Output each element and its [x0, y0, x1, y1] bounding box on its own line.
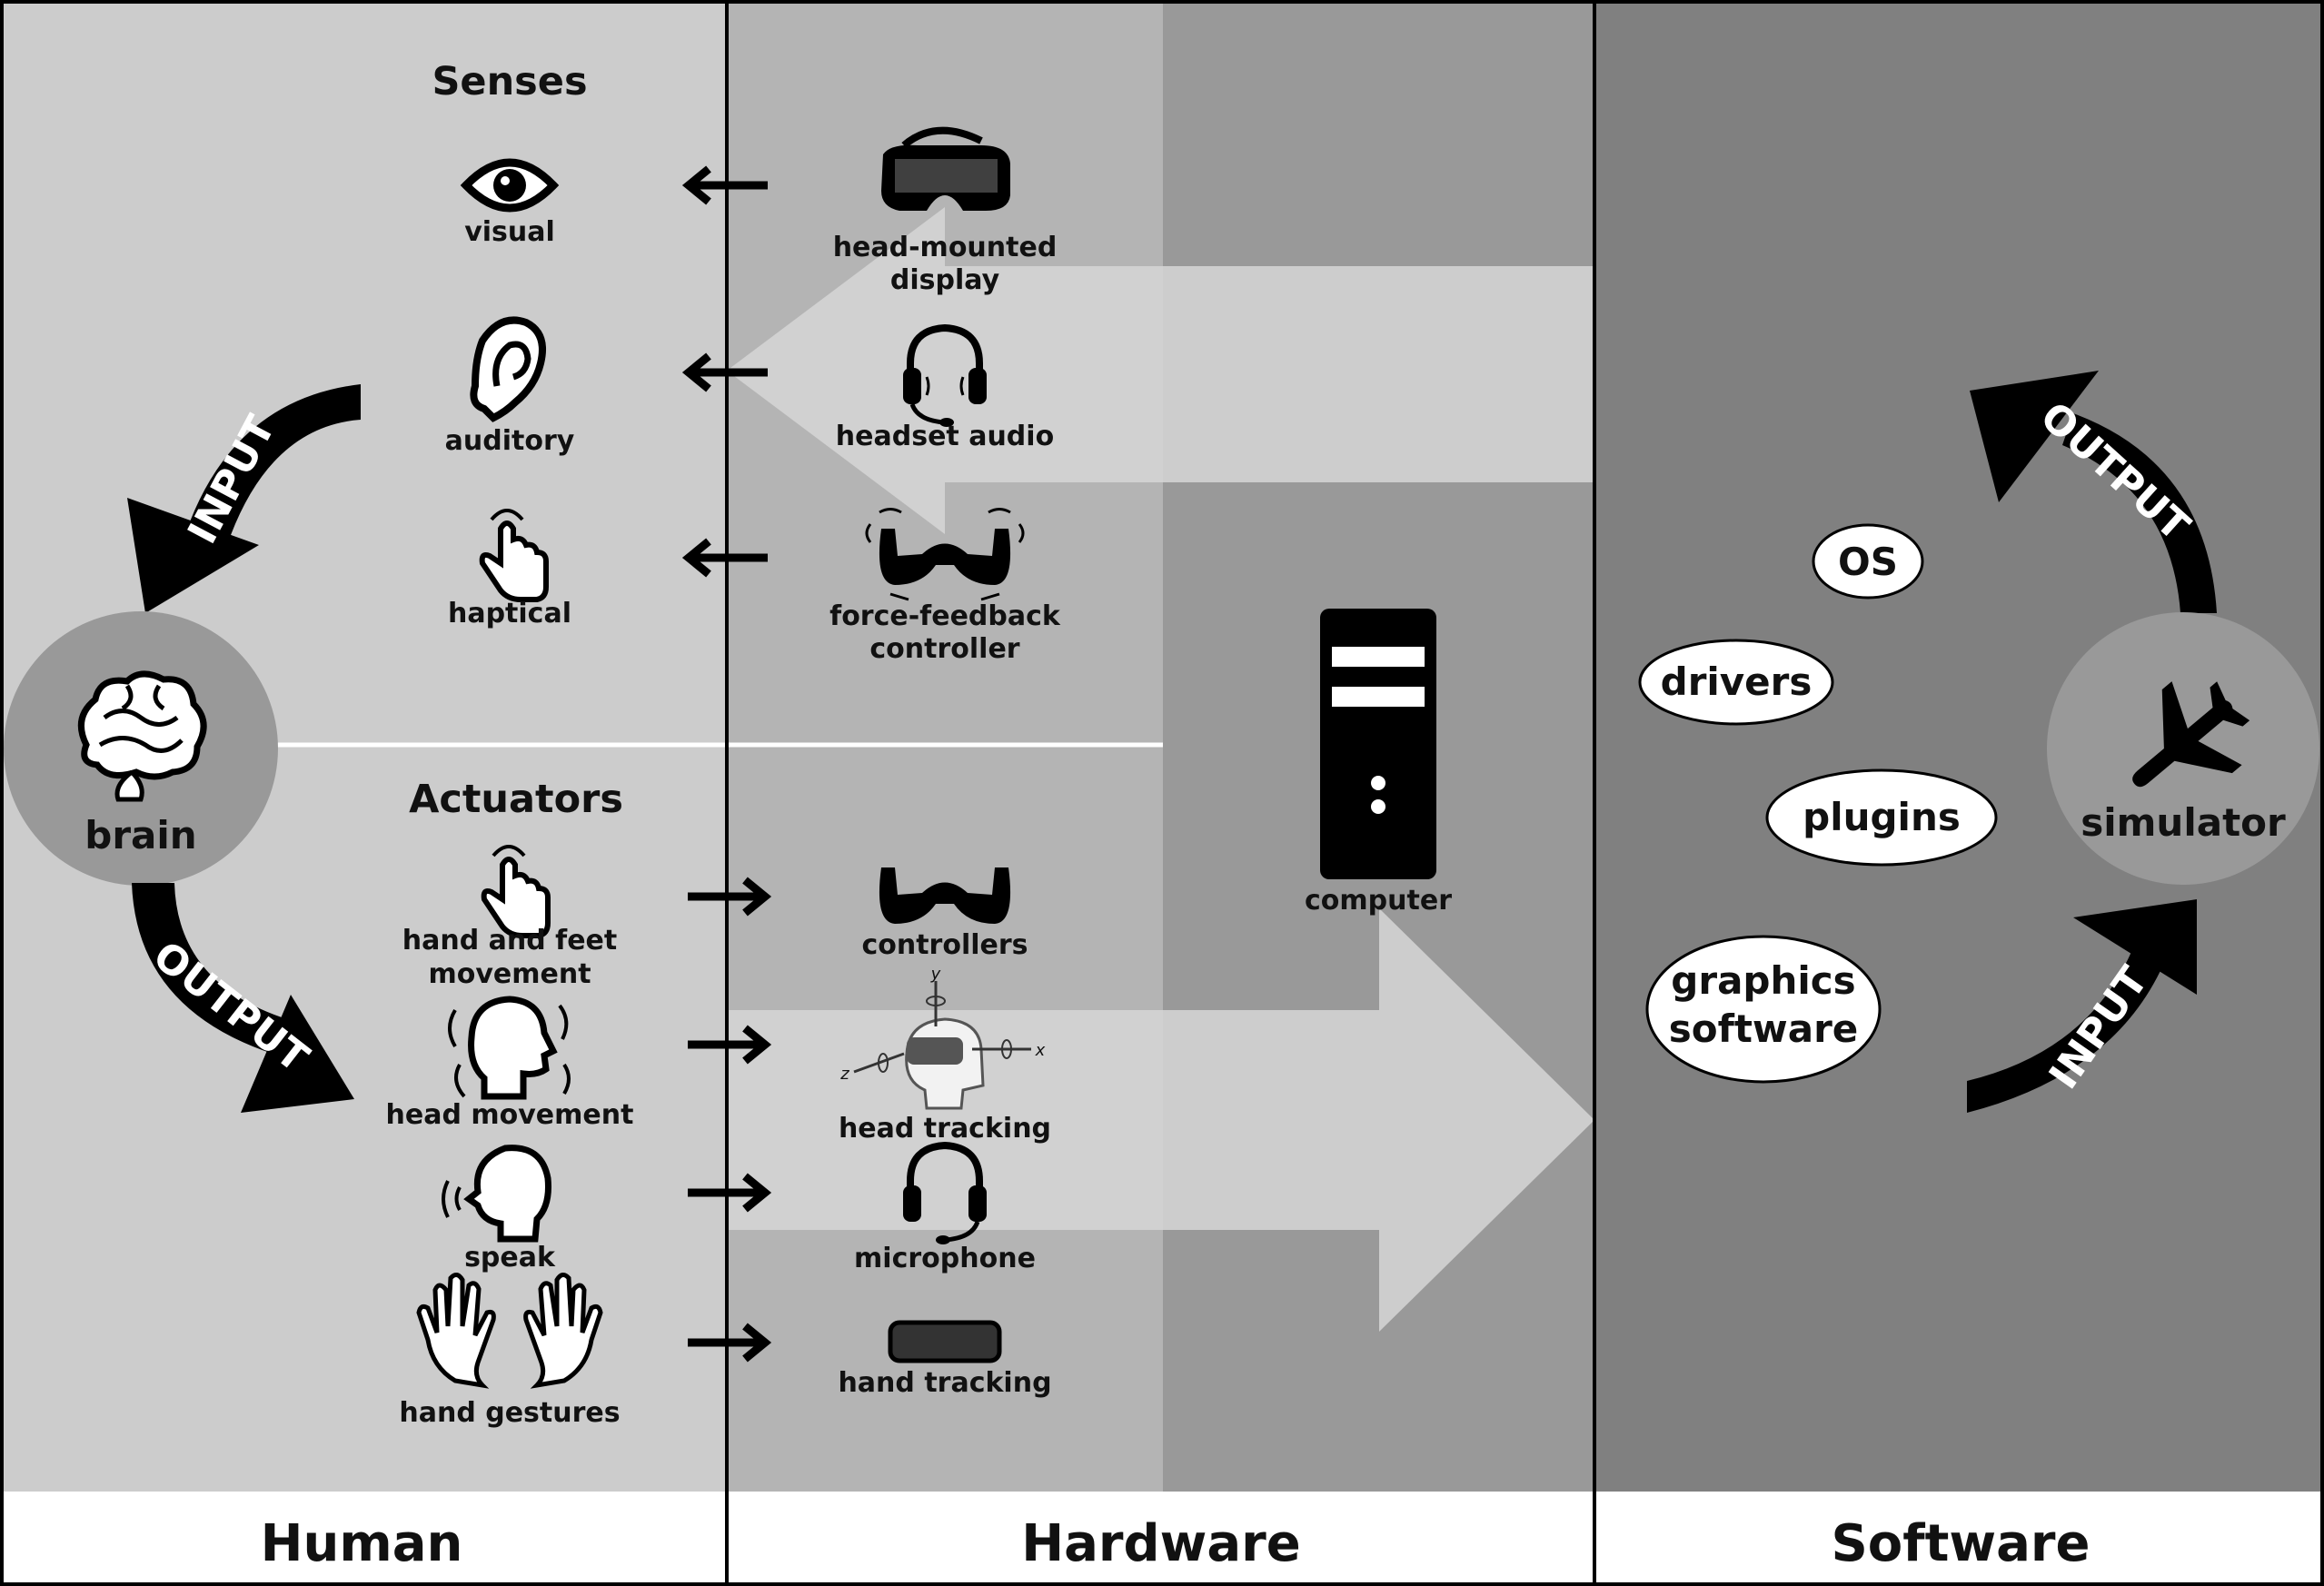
column-label-human: Human — [261, 1514, 463, 1573]
arrow-from-speak — [688, 1173, 772, 1213]
computer-tower-icon — [1320, 609, 1436, 879]
ffb-label-1: force-feedback — [829, 600, 1061, 632]
vr-headset-icon — [881, 126, 1010, 211]
senses-title: Senses — [432, 59, 587, 104]
head-tracking-icon: y z x — [839, 965, 1046, 1110]
head-tracking-axis-x: x — [1035, 1041, 1046, 1060]
footer-band — [0, 1492, 2324, 1586]
hmd-label-2: display — [890, 264, 1000, 296]
head-tracking-axis-y: y — [930, 965, 941, 984]
airplane-icon — [2132, 681, 2250, 788]
brain-label: brain — [84, 813, 196, 857]
actuator-label-hand-gestures: hand gestures — [399, 1397, 620, 1429]
pointing-hand-icon — [479, 509, 549, 602]
headset-audio-label: headset audio — [836, 421, 1054, 452]
pointing-hand-icon — [481, 845, 551, 938]
head-tracking-label: head tracking — [839, 1113, 1051, 1145]
computer-label: computer — [1305, 885, 1452, 917]
software-drivers-label: drivers — [1661, 659, 1813, 704]
software-component-plugins: plugins — [1765, 768, 1998, 867]
actuator-label-speak: speak — [464, 1242, 556, 1274]
brain-icon — [77, 670, 207, 802]
arrow-to-haptical — [681, 538, 768, 578]
brain-input-arrow — [127, 384, 361, 613]
arrow-from-head-movement — [688, 1025, 772, 1065]
microphone-label: microphone — [854, 1243, 1036, 1274]
software-graphics-label-2: software — [1669, 1006, 1859, 1051]
simulator-label: simulator — [2081, 800, 2286, 845]
software-graphics-label-1: graphics — [1671, 958, 1855, 1003]
sense-label-auditory: auditory — [445, 425, 575, 457]
headset-microphone-icon — [903, 1141, 987, 1244]
arrow-to-visual — [681, 165, 768, 205]
input-flow-arrow — [727, 908, 1594, 1332]
software-component-os: OS — [1812, 523, 1924, 600]
column-label-software: Software — [1831, 1514, 2090, 1573]
hand-tracking-label: hand tracking — [838, 1367, 1051, 1399]
actuator-label-head-movement: head movement — [386, 1099, 634, 1131]
arrow-to-auditory — [681, 352, 768, 392]
software-component-graphics: graphics software — [1645, 935, 1882, 1084]
headphones-icon — [903, 323, 987, 427]
controller-icon — [879, 867, 1011, 924]
open-hands-icon — [416, 1273, 603, 1389]
brain-output-arrow — [132, 883, 354, 1113]
actuator-label-hand-feet-1: hand and feet — [402, 925, 617, 957]
sense-label-haptical: haptical — [448, 598, 571, 629]
software-os-label: OS — [1838, 540, 1898, 584]
output-flow-arrow — [727, 207, 1594, 534]
software-component-drivers: drivers — [1638, 639, 1834, 726]
actuators-title: Actuators — [409, 777, 623, 822]
hand-tracker-bar-icon — [888, 1320, 1002, 1363]
controllers-label: controllers — [861, 929, 1028, 961]
software-plugins-label: plugins — [1803, 795, 1961, 839]
ear-icon — [470, 316, 546, 422]
head-movement-icon — [448, 996, 571, 1100]
hmd-label-1: head-mounted — [833, 232, 1058, 263]
simulator-output-arrow — [1970, 371, 2217, 613]
sense-label-visual: visual — [464, 216, 555, 248]
speaking-head-icon — [442, 1145, 551, 1243]
ffb-label-2: controller — [869, 633, 1019, 665]
arrow-from-hand-feet — [688, 877, 772, 917]
simulator-input-arrow — [1967, 899, 2197, 1113]
eye-icon — [460, 158, 560, 213]
actuator-label-hand-feet-2: movement — [428, 958, 591, 990]
head-tracking-axis-z: z — [839, 1065, 849, 1084]
arrow-from-hand-gestures — [688, 1323, 772, 1363]
vibrating-controller-icon — [865, 508, 1025, 601]
column-label-hardware: Hardware — [1021, 1514, 1300, 1573]
